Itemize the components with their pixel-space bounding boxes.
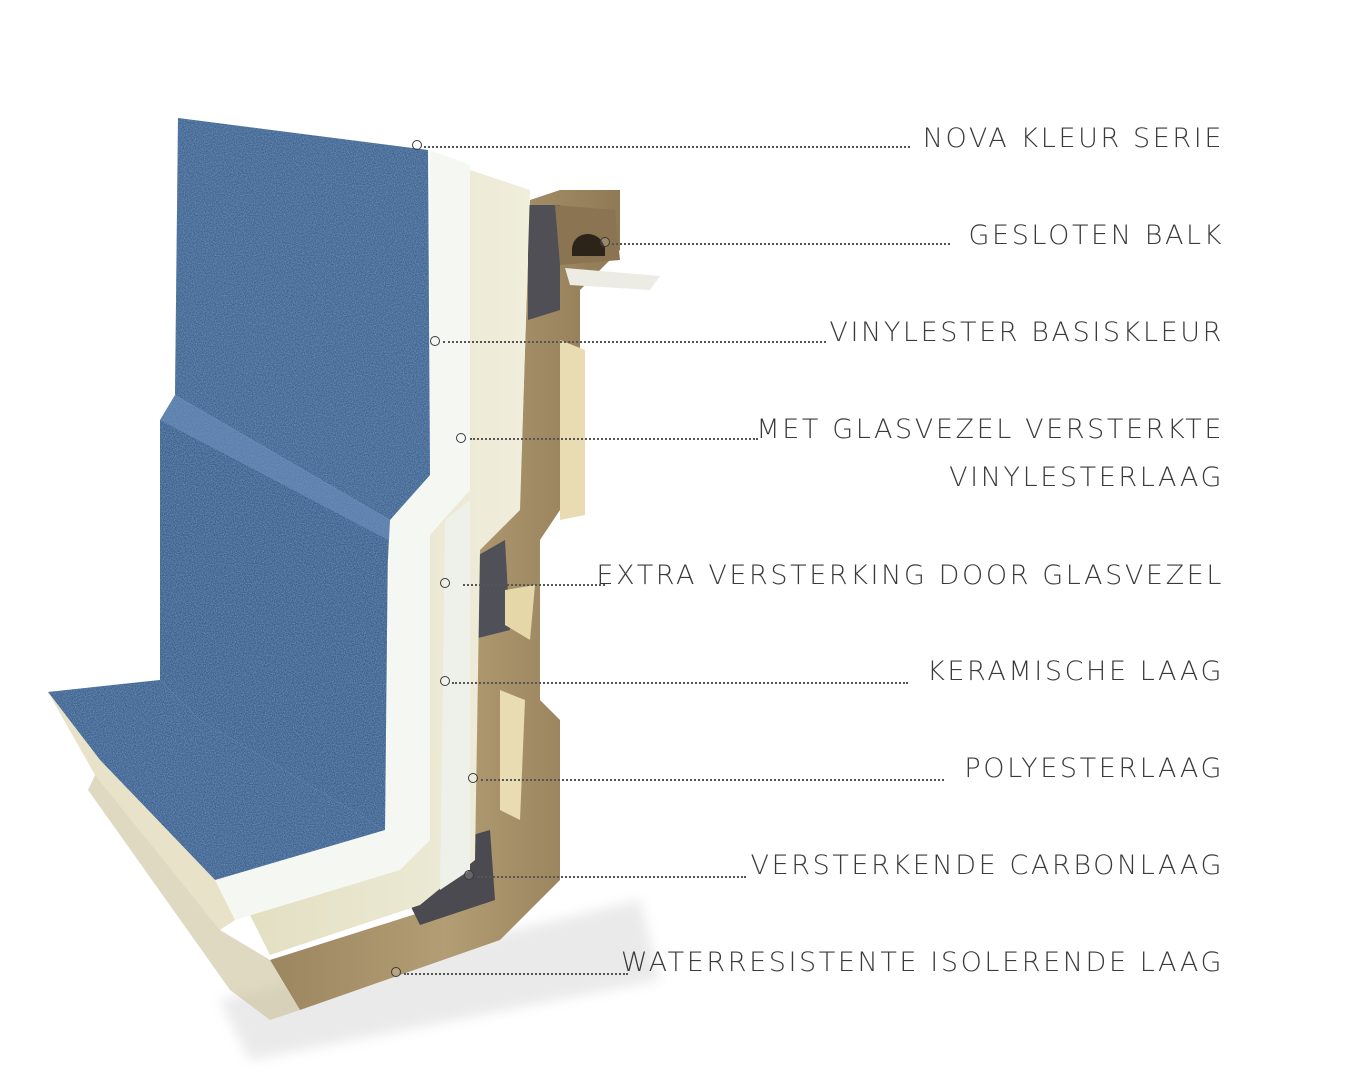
leader-nova — [424, 146, 910, 148]
fiberglass-reinforcement-3 — [500, 690, 525, 820]
label-vinylester-basiskleur: VINYLESTER BASISKLEUR — [829, 317, 1224, 348]
carbon-layer-mid — [470, 540, 510, 640]
blue-surface-upper-wall — [175, 118, 430, 520]
closed-beam-hollow — [572, 233, 605, 256]
marker-water — [391, 967, 401, 977]
marker-keramisch — [440, 676, 450, 686]
leader-basis — [443, 341, 826, 343]
label-polyesterlaag: POLYESTERLAAG — [964, 753, 1224, 784]
vinylester-base-layer — [215, 150, 470, 920]
leader-balk — [612, 243, 950, 245]
polyester-layer — [270, 190, 620, 1010]
label-glasvezel-versterkte-line2: VINYLESTERLAAG — [949, 462, 1224, 493]
leader-glasvezel — [470, 438, 758, 440]
marker-extra — [440, 578, 450, 588]
fiberglass-reinforcement-2 — [505, 585, 535, 640]
label-nova-kleur-serie: NOVA KLEUR SERIE — [922, 123, 1224, 154]
label-glasvezel-versterkte-line1: MET GLASVEZEL VERSTERKTE — [756, 414, 1224, 445]
label-keramische-laag: KERAMISCHE LAAG — [927, 656, 1224, 687]
label-extra-versterking: EXTRA VERSTERKING DOOR GLASVEZEL — [596, 560, 1224, 591]
leader-polyester — [481, 779, 944, 781]
panel-shadow — [220, 900, 660, 1060]
blue-surface-lower-wall — [160, 420, 388, 830]
fiberglass-reinforcement-1 — [560, 340, 585, 520]
marker-glasvezel — [456, 433, 466, 443]
marker-nova — [412, 140, 422, 150]
marker-basis — [430, 336, 440, 346]
marker-balk — [600, 237, 610, 247]
label-waterresistente-isolerende-laag: WATERRESISTENTE ISOLERENDE LAAG — [620, 947, 1224, 978]
marker-carbon — [464, 870, 474, 880]
label-gesloten-balk: GESLOTEN BALK — [968, 220, 1224, 251]
ceramic-layer-edge — [440, 500, 470, 890]
carbon-layer-top — [528, 205, 560, 320]
label-versterkende-carbonlaag: VERSTERKENDE CARBONLAAG — [750, 850, 1224, 881]
leader-carbon — [478, 876, 746, 878]
leader-extra — [463, 584, 605, 586]
leader-keramisch — [452, 682, 908, 684]
floor-edge-tan — [88, 775, 300, 1020]
beam-lip — [565, 268, 660, 290]
blue-surface-floor — [48, 680, 385, 880]
marker-polyester — [468, 773, 478, 783]
floor-edge — [48, 692, 235, 930]
leader-water — [404, 973, 628, 975]
